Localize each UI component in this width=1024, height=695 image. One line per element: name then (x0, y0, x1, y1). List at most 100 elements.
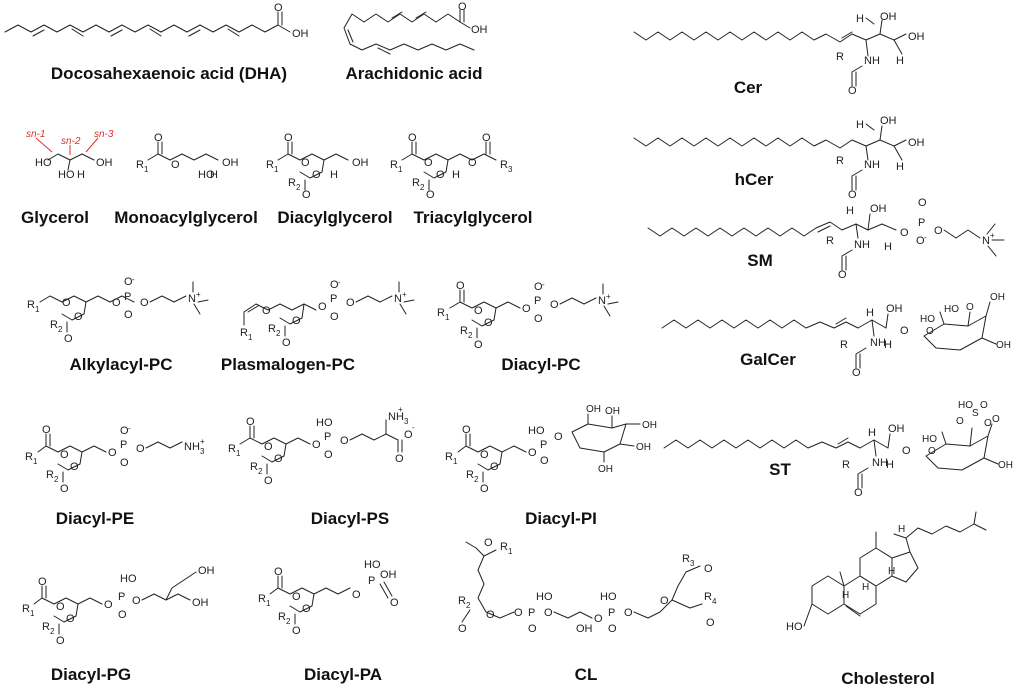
svg-text:NH: NH (854, 239, 870, 251)
svg-text:NH: NH (864, 159, 880, 171)
alkylacyl-pc-label: Alkylacyl-PC (69, 355, 173, 374)
svg-text:O: O (900, 325, 909, 337)
svg-text:O: O (528, 447, 537, 459)
svg-text:R: R (500, 541, 508, 553)
svg-text:O: O (70, 461, 79, 473)
svg-text:O: O (514, 607, 523, 619)
svg-text:O: O (902, 445, 911, 457)
svg-text:1: 1 (453, 457, 458, 466)
svg-text:O: O (528, 623, 537, 635)
svg-text:R: R (27, 299, 35, 311)
svg-text:HO: HO (536, 591, 553, 603)
svg-text:-: - (542, 280, 545, 289)
svg-text:O: O (436, 169, 445, 181)
svg-text:HO: HO (958, 400, 973, 411)
svg-text:2: 2 (258, 467, 263, 476)
svg-text:P: P (368, 575, 375, 587)
svg-text:O: O (706, 617, 715, 629)
svg-text:2: 2 (468, 331, 473, 340)
svg-text:P: P (608, 607, 615, 619)
svg-text:O: O (900, 227, 909, 239)
svg-text:O: O (550, 299, 559, 311)
svg-text:H: H (884, 339, 892, 351)
svg-text:O: O (330, 279, 339, 291)
svg-text:R: R (445, 451, 453, 463)
svg-text:HO: HO (120, 573, 137, 585)
svg-text:O: O (482, 132, 491, 144)
svg-text:O: O (292, 625, 301, 637)
svg-text:H: H (77, 169, 85, 181)
svg-text:1: 1 (33, 457, 38, 466)
svg-text:O: O (264, 475, 273, 487)
svg-text:2: 2 (58, 325, 63, 334)
svg-text:O: O (984, 418, 992, 429)
svg-text:O: O (124, 276, 133, 288)
svg-text:O: O (118, 609, 127, 621)
svg-text:R: R (266, 159, 274, 171)
svg-text:O: O (302, 603, 311, 615)
svg-text:O: O (934, 225, 943, 237)
svg-text:H: H (866, 307, 874, 319)
svg-text:2: 2 (466, 601, 471, 610)
svg-text:H: H (868, 427, 876, 439)
svg-text:R: R (228, 443, 236, 455)
svg-text:O: O (426, 189, 435, 201)
svg-text:-: - (924, 233, 927, 242)
svg-text:N: N (982, 235, 990, 247)
svg-text:R: R (466, 469, 474, 481)
galcer-label: GalCer (740, 350, 796, 369)
svg-text:OH: OH (471, 24, 488, 36)
svg-text:OH: OH (908, 31, 925, 43)
hcer-label: hCer (734, 170, 774, 189)
svg-text:OH: OH (292, 28, 309, 40)
svg-text:O: O (480, 449, 489, 461)
svg-text:-: - (338, 278, 341, 287)
svg-text:O: O (704, 563, 713, 575)
svg-text:O: O (42, 424, 51, 436)
svg-text:2: 2 (54, 475, 59, 484)
svg-text:OH: OH (870, 203, 887, 215)
svg-text:H: H (896, 55, 904, 67)
svg-text:O: O (916, 235, 925, 247)
svg-text:OH: OH (576, 623, 593, 635)
svg-text:R: R (500, 159, 508, 171)
svg-text:O: O (918, 197, 927, 209)
svg-text:2: 2 (50, 627, 55, 636)
svg-text:O: O (292, 315, 301, 327)
svg-text:1: 1 (35, 305, 40, 314)
svg-text:NH: NH (870, 337, 886, 349)
diacyl-ps-label: Diacyl-PS (310, 509, 390, 528)
svg-text:O: O (171, 159, 180, 171)
svg-text:R: R (682, 553, 690, 565)
svg-text:P: P (118, 591, 125, 603)
svg-text:1: 1 (248, 333, 253, 342)
monoacylglycerol-label: Monoacylglycerol (114, 208, 258, 227)
svg-text:HO: HO (920, 314, 935, 325)
svg-text:H: H (888, 566, 895, 577)
sulfatide-structure: NH O R H OH H O O HO O S HO O O O OH (663, 400, 1013, 499)
svg-text:H: H (842, 590, 849, 601)
svg-text:OH: OH (880, 11, 897, 23)
cl-label: CL (574, 665, 598, 684)
svg-text:O: O (522, 303, 531, 315)
sm-label: SM (747, 251, 773, 270)
svg-text:O: O (262, 305, 271, 317)
svg-text:O: O (838, 269, 847, 281)
svg-text:O: O (124, 309, 133, 321)
svg-text:N: N (598, 295, 606, 307)
svg-text:HO: HO (364, 559, 381, 571)
svg-text:2: 2 (420, 183, 425, 192)
svg-text:R: R (42, 621, 50, 633)
svg-text:O: O (624, 607, 633, 619)
svg-text:O: O (104, 599, 113, 611)
svg-text:O: O (408, 132, 417, 144)
svg-text:H: H (330, 169, 338, 181)
svg-text:R: R (278, 611, 286, 623)
svg-text:NH: NH (388, 411, 404, 423)
svg-text:1: 1 (236, 449, 241, 458)
